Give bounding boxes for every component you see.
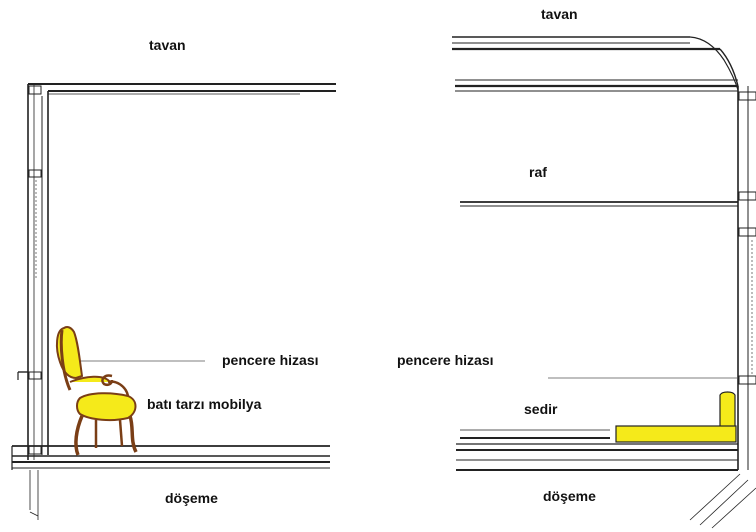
right-ceiling-label: tavan	[541, 6, 578, 22]
left-window-level-label: pencere hizası	[222, 352, 319, 368]
left-ceiling-label: tavan	[149, 37, 186, 53]
left-room-section	[11, 83, 336, 520]
right-wall	[737, 86, 756, 470]
left-floor-label: döşeme	[165, 490, 218, 506]
right-window-level-label: pencere hizası	[397, 352, 494, 368]
sedir-sofa	[615, 391, 737, 443]
right-floor	[456, 429, 756, 529]
right-shelf	[460, 201, 738, 207]
left-ceiling	[28, 83, 336, 95]
sedir-label: sedir	[524, 401, 558, 417]
western-furniture-label: batı tarzı mobilya	[147, 396, 262, 412]
western-armchair	[55, 326, 138, 456]
right-floor-label: döşeme	[543, 488, 596, 504]
right-ceiling	[452, 36, 739, 92]
right-shelf-label: raf	[529, 164, 547, 180]
left-wall	[17, 84, 49, 460]
left-floor	[11, 445, 330, 520]
right-room-section	[452, 36, 756, 529]
